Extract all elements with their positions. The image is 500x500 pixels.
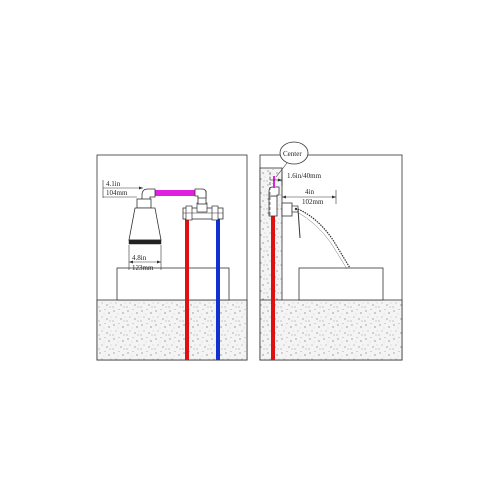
left-top-dim-imperial: 4.1in: [106, 180, 121, 188]
left-bottom-dim-imperial: 4.8in: [132, 254, 147, 262]
right-countertop-slab: [259, 299, 403, 361]
right-center-callout: Center: [275, 141, 309, 178]
right-hose: [297, 208, 351, 269]
right-reach-dimension: 4in 102mm: [282, 188, 337, 206]
left-countertop-slab: [96, 299, 248, 361]
callout-label: Center: [283, 150, 302, 158]
right-offset-dim-text: 1.6in/40mm: [287, 172, 322, 180]
left-dispenser-canister: [128, 198, 162, 245]
right-basin-box: [298, 267, 384, 301]
left-elbow-right: [194, 188, 207, 199]
right-elbow: [268, 186, 280, 197]
right-offset-dimension: 1.6in/40mm: [270, 172, 322, 186]
left-top-dim-metric: 104mm: [106, 189, 128, 197]
right-reach-dim-metric: 102mm: [302, 198, 324, 206]
left-bottom-dimension: 4.8in 123mm: [128, 245, 162, 272]
right-panel: Center 1.6in/40mm 4in 102mm: [259, 141, 403, 361]
left-basin-box: [116, 267, 230, 301]
right-hose-outline: [296, 211, 348, 270]
left-bottom-dim-metric: 123mm: [132, 264, 154, 272]
left-top-dimension: 4.1in 104mm: [102, 180, 143, 198]
right-reach-dim-imperial: 4in: [305, 188, 314, 196]
left-panel: 4.1in 104mm 4.8in 123mm: [96, 154, 248, 361]
right-faucet-mount: [281, 202, 301, 239]
